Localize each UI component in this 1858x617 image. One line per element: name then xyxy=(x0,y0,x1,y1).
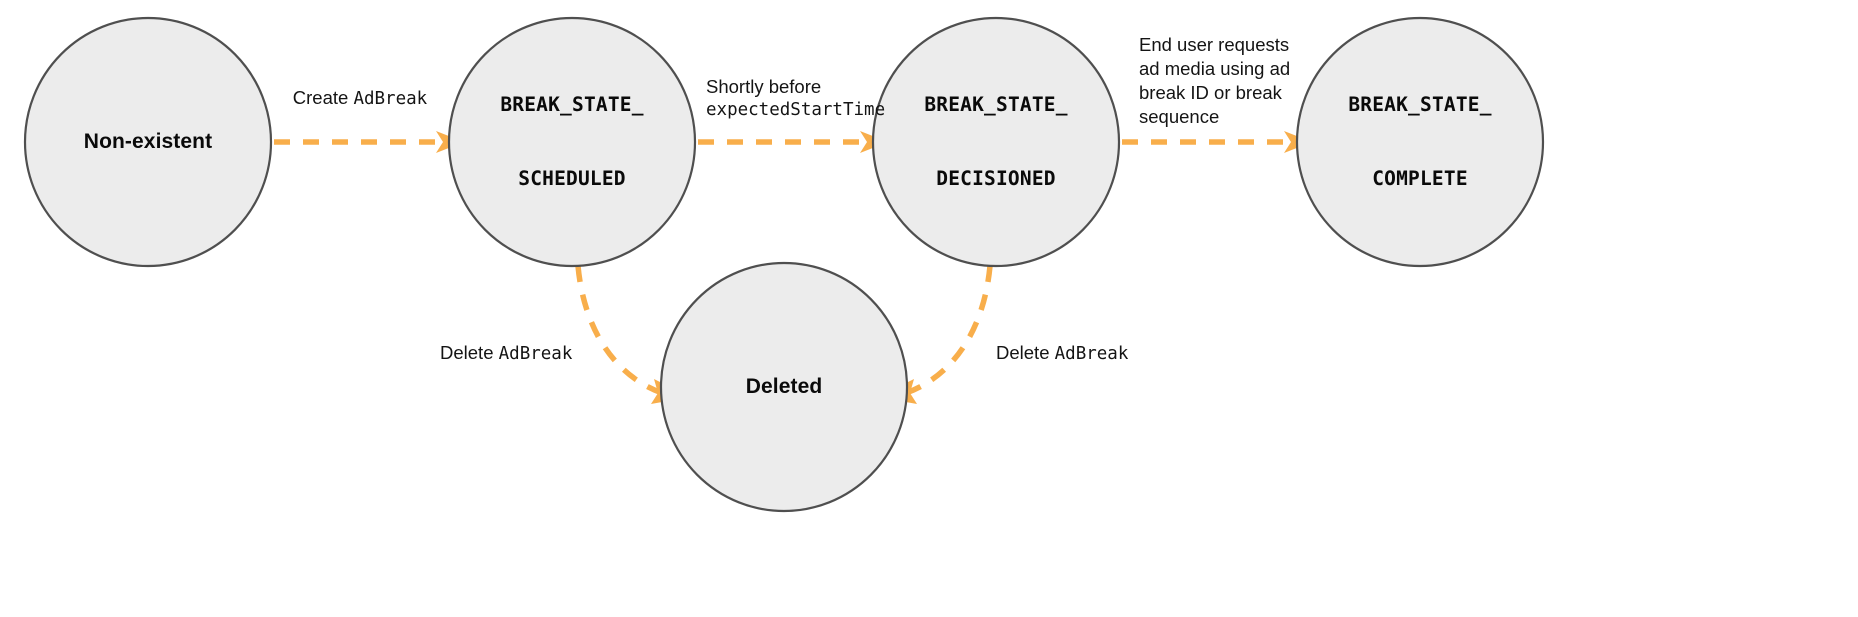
edge-shortly-before xyxy=(698,131,888,153)
node-break-state-complete[interactable] xyxy=(1295,16,1545,268)
node-break-state-scheduled[interactable] xyxy=(447,16,697,268)
node-non-existent[interactable] xyxy=(23,16,273,268)
edge-create-adbreak xyxy=(274,131,464,153)
node-break-state-decisioned[interactable] xyxy=(871,16,1121,268)
edge-end-user-requests xyxy=(1122,131,1312,153)
node-deleted[interactable] xyxy=(659,261,909,513)
